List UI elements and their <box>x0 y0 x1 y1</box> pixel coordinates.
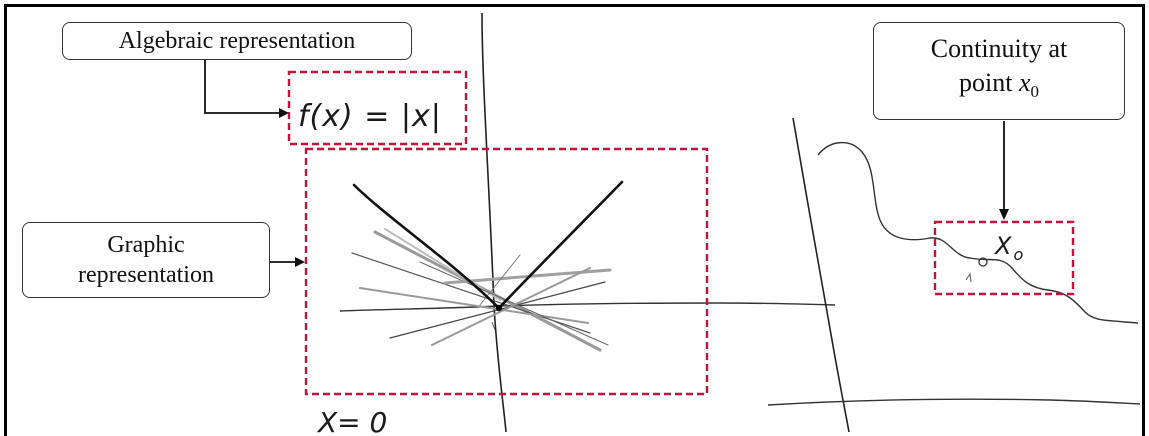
graphic-label-line1: Graphic <box>107 232 185 258</box>
highlight-boxes <box>287 70 1075 396</box>
arrowheads <box>279 108 1009 267</box>
tangent-line <box>373 230 602 352</box>
graphic-label-line2: representation <box>78 262 214 288</box>
continuity-point-circle <box>978 257 988 267</box>
tangent-line <box>419 261 609 346</box>
x-zero-handwriting: X= 0 <box>316 406 387 436</box>
second-vertical-line <box>792 117 850 433</box>
continuity-arrowhead <box>999 209 1009 220</box>
algebraic-representation-label: Algebraic representation <box>62 22 412 60</box>
algebraic-arrowhead <box>279 108 289 118</box>
continuity-label: Continuity at point x0 <box>873 22 1125 120</box>
tangent-line <box>384 228 501 301</box>
figure-frame <box>4 4 1145 436</box>
continuity-subscript: 0 <box>1030 82 1040 102</box>
tangent-lines <box>351 228 612 352</box>
continuity-label-line1: Continuity at <box>930 34 1068 64</box>
pencil-tick <box>965 272 972 283</box>
formula-highlight-box <box>287 70 468 146</box>
x-axis-line <box>339 302 836 312</box>
graphic-representation-label: Graphic representation <box>22 222 270 298</box>
continuity-variable: x <box>1018 68 1031 98</box>
tangent-line <box>359 287 589 324</box>
x-naught-letter: X <box>993 232 1012 260</box>
second-horizontal-line <box>767 398 1141 406</box>
origin-point <box>495 304 503 312</box>
graph-highlight-box <box>304 147 709 396</box>
algebraic-label-text: Algebraic representation <box>118 28 356 54</box>
algebraic-arrow-line <box>204 60 280 114</box>
continuous-curve <box>817 141 1139 324</box>
formula-handwriting: f(x) = |x| <box>298 99 442 134</box>
abs-graph-right-branch <box>497 180 624 310</box>
x-naught-subscript: o <box>1013 245 1023 264</box>
y-axis-line <box>481 12 507 433</box>
continuity-label-prefix: point <box>959 68 1019 98</box>
connector-arrows <box>204 60 1005 263</box>
continuity-highlight-box <box>933 220 1075 296</box>
continuity-label-line2: point x0 <box>959 66 1039 109</box>
graphic-arrowhead <box>295 257 305 267</box>
tangent-line <box>431 267 591 346</box>
abs-graph-left-branch <box>352 183 501 310</box>
pencil-tick <box>491 321 496 331</box>
